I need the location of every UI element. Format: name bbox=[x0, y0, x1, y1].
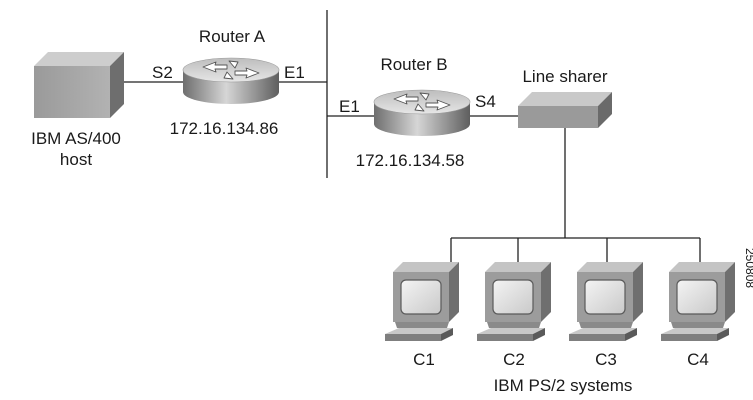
line-sharer-device bbox=[518, 92, 612, 128]
figure-id: 250808 bbox=[743, 248, 753, 288]
router-a-icon bbox=[182, 57, 280, 105]
terminal-label-c3: C3 bbox=[595, 350, 617, 369]
terminal-c1 bbox=[384, 261, 460, 342]
terminal-c3 bbox=[568, 261, 644, 342]
terminal-label-c4: C4 bbox=[687, 350, 709, 369]
terminal-c4 bbox=[660, 261, 736, 342]
router-b-serial-port: S4 bbox=[475, 92, 496, 111]
router-b-ip: 172.16.134.58 bbox=[356, 151, 465, 170]
router-b-icon bbox=[373, 89, 471, 137]
host-label-line2: host bbox=[60, 150, 92, 169]
router-a-ethernet-port: E1 bbox=[284, 63, 305, 82]
host-server bbox=[34, 52, 124, 118]
connection-lines bbox=[124, 10, 701, 262]
router-b-title: Router B bbox=[380, 55, 447, 74]
terminal-label-c2: C2 bbox=[503, 350, 525, 369]
line-sharer-label: Line sharer bbox=[522, 67, 607, 86]
host-label-line1: IBM AS/400 bbox=[31, 129, 121, 148]
router-a-serial-port: S2 bbox=[152, 63, 173, 82]
terminal-c2 bbox=[476, 261, 552, 342]
router-a-title: Router A bbox=[199, 27, 266, 46]
router-b-ethernet-port: E1 bbox=[339, 97, 360, 116]
terminal-label-c1: C1 bbox=[413, 350, 435, 369]
terminals-group-label: IBM PS/2 systems bbox=[494, 376, 633, 395]
router-a-ip: 172.16.134.86 bbox=[170, 119, 279, 138]
